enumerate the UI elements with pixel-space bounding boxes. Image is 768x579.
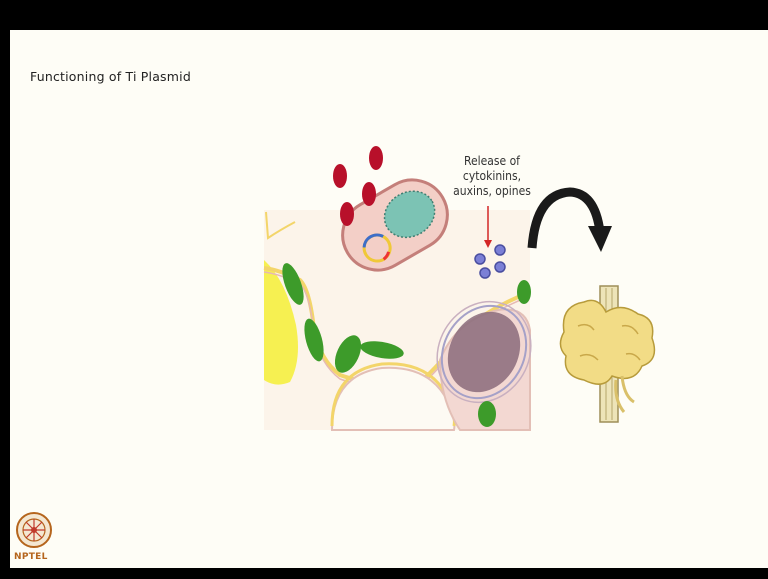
release-label: Release of cytokinins, auxins, opines: [442, 154, 542, 199]
top-letterbox-bar: [0, 0, 768, 30]
nptel-logo-icon: [17, 513, 51, 547]
curved-arrow-icon: [532, 192, 612, 252]
release-label-line-3: auxins, opines: [442, 184, 542, 199]
release-label-line-2: cytokinins,: [442, 169, 542, 184]
chloroplast: [478, 401, 496, 427]
nptel-logo-text: NPTEL: [14, 552, 48, 562]
ti-plasmid-diagram: [10, 30, 768, 568]
tumor-mass: [560, 300, 654, 384]
crown-gall-tumor-icon: [560, 286, 654, 422]
chloroplast: [517, 280, 531, 304]
slide: Functioning of Ti Plasmid: [10, 30, 768, 568]
release-label-line-1: Release of: [442, 154, 542, 169]
bottom-letterbox-bar: [0, 568, 768, 579]
